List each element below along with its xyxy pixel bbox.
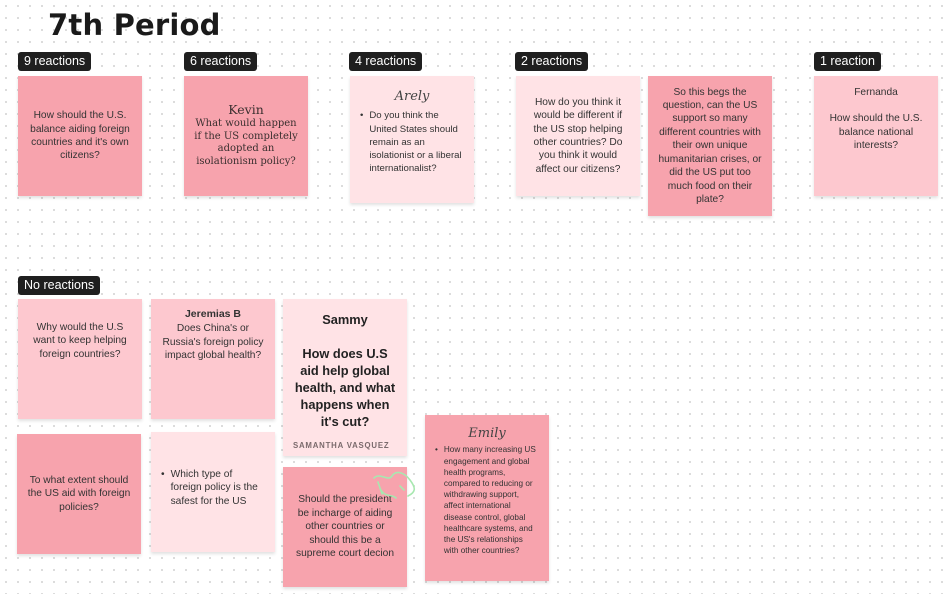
note-author: Emily <box>468 426 506 441</box>
sticky-note-keep-helping[interactable]: Why would the U.S want to keep helping f… <box>18 299 142 419</box>
reaction-badge-none[interactable]: No reactions <box>18 276 101 295</box>
reaction-badge-4[interactable]: 4 reactions <box>349 52 423 71</box>
sticky-note-sammy[interactable]: Sammy How does U.S aid help global healt… <box>283 299 407 456</box>
note-text: Should the president be incharge of aidi… <box>296 494 394 560</box>
reaction-badge-9[interactable]: 9 reactions <box>18 52 92 71</box>
note-text: How should the U.S. balance aiding forei… <box>30 110 130 162</box>
sticky-note-president[interactable]: Should the president be incharge of aidi… <box>283 467 407 587</box>
reaction-badge-2[interactable]: 2 reactions <box>515 52 589 71</box>
note-text: So this begs the question, can the US su… <box>658 86 762 205</box>
bullet-dot: • <box>435 445 438 455</box>
reaction-badge-1[interactable]: 1 reaction <box>814 52 881 71</box>
sticky-note-balance-aid[interactable]: How should the U.S. balance aiding forei… <box>18 76 142 196</box>
note-author: Arely <box>394 89 430 104</box>
sticky-note-kevin[interactable]: Kevin What would happen if the US comple… <box>184 76 308 196</box>
note-text: Does China's or Russia's foreign policy … <box>162 323 264 362</box>
note-author: Jeremias B <box>184 308 242 320</box>
sticky-note-jeremias[interactable]: Jeremias B Does China's or Russia's fore… <box>151 299 275 419</box>
sticky-note-humanitarian[interactable]: So this begs the question, can the US su… <box>648 76 772 216</box>
sticky-note-emily[interactable]: Emily • How many increasing US engagemen… <box>425 415 549 581</box>
note-text: What would happen if the US completely a… <box>194 118 298 167</box>
sticky-note-extent-aid[interactable]: To what extent should the US aid with fo… <box>17 434 141 554</box>
sticky-note-stop-helping[interactable]: How do you think it would be different i… <box>516 76 640 196</box>
note-text: How do you think it would be different i… <box>533 96 623 175</box>
note-text: To what extent should the US aid with fo… <box>27 474 131 513</box>
note-author: Fernanda <box>854 87 898 98</box>
sticky-note-safest-policy[interactable]: • Which type of foreign policy is the sa… <box>151 432 275 552</box>
green-doodle-drawing <box>373 471 416 499</box>
note-text: How does U.S aid help global health, and… <box>294 346 396 429</box>
note-author: Kevin <box>228 101 264 117</box>
sticky-note-fernanda[interactable]: Fernanda How should the U.S. balance nat… <box>814 76 938 196</box>
sticky-note-arely[interactable]: Arely • Do you think the United States s… <box>350 76 474 203</box>
bullet-dot: • <box>360 110 364 122</box>
note-text: Why would the U.S want to keep helping f… <box>33 322 127 360</box>
note-author: Sammy <box>322 312 368 327</box>
note-text: How should the U.S. balance national int… <box>829 113 923 152</box>
bullet-dot: • <box>161 469 165 480</box>
reaction-badge-6[interactable]: 6 reactions <box>184 52 258 71</box>
board-title: 7th Period <box>48 8 221 42</box>
note-text: Which type of foreign policy is the safe… <box>170 469 258 507</box>
note-text: How many increasing US engagement and gl… <box>443 445 536 556</box>
note-signature: SAMANTHA VASQUEZ <box>293 441 390 450</box>
note-text: Do you think the United States should re… <box>369 110 462 175</box>
